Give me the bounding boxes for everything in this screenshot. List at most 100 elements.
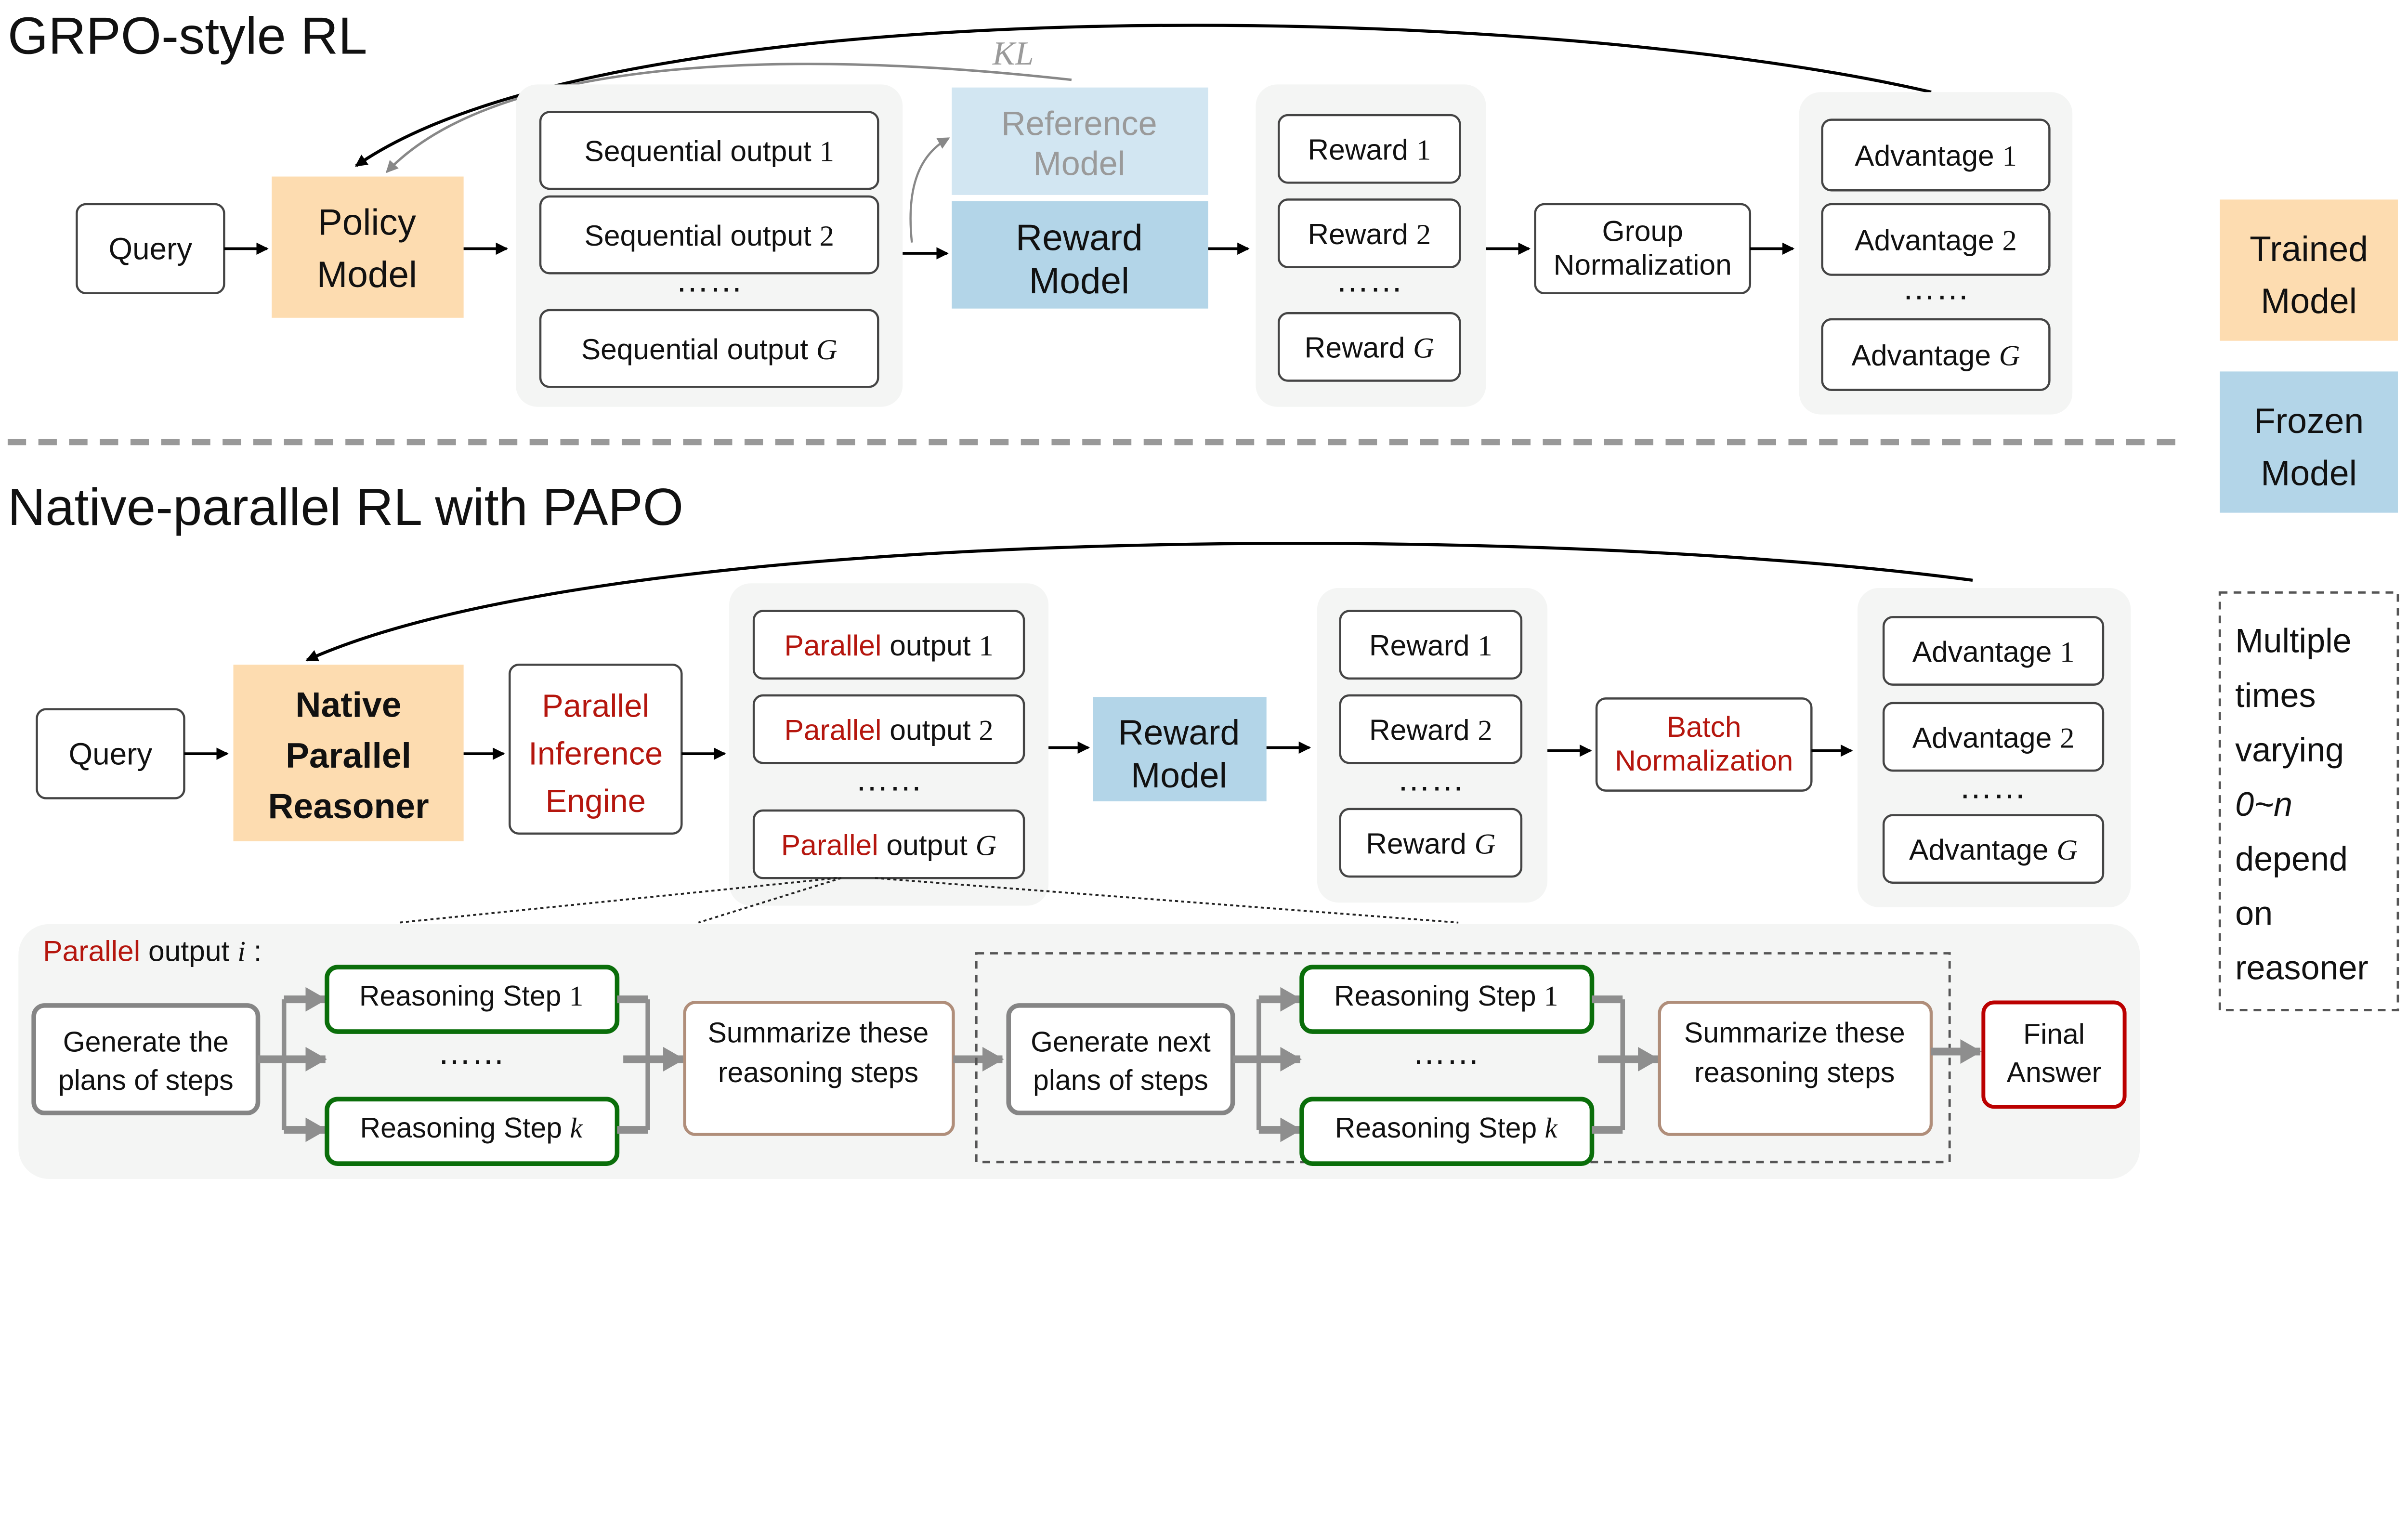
reasoning-step-k-label: Reasoning Step k <box>1335 1112 1558 1144</box>
text-span: Final <box>2023 1019 2085 1050</box>
repeat-dashed-box <box>975 952 1951 1164</box>
text-span: times <box>2235 677 2316 714</box>
text-span: Reference <box>1001 105 1157 143</box>
item-label: Reward <box>1369 713 1478 746</box>
text-span: Model <box>1029 261 1129 301</box>
item-index: 2 <box>820 220 834 252</box>
text-span: Parallel <box>43 934 140 967</box>
legend-trained <box>2220 199 2398 341</box>
generate-plans-box-line: plans of steps <box>58 1065 234 1096</box>
parallel-prefix: Parallel <box>785 713 882 746</box>
text-span: Generate the <box>63 1026 229 1058</box>
legend-repeat-line: depend <box>2235 840 2348 877</box>
generate-plans-box <box>31 1003 261 1115</box>
item-index: G <box>1999 340 2020 372</box>
ellipsis: …… <box>1397 760 1465 798</box>
batch-normalization <box>1595 697 1813 792</box>
advantage-2-text: Advantage 2 <box>1912 721 2075 754</box>
text-span: varying <box>2235 731 2344 769</box>
generate-next-plans-box <box>1006 1003 1235 1115</box>
legend-repeat-line: 0~n <box>2235 785 2292 823</box>
item-label: Advantage <box>1855 224 2002 257</box>
zoom-connector <box>875 877 1459 924</box>
reward-model-line: Reward <box>1118 713 1240 752</box>
advantage-2 <box>1821 203 2051 276</box>
text-span: Model <box>1131 756 1227 795</box>
text-span: Native-parallel RL with PAPO <box>8 478 683 536</box>
text-span: …… <box>855 760 922 798</box>
detail-heading: Parallel output i : <box>43 934 262 968</box>
legend-repeat-box <box>2218 591 2399 1011</box>
item-index: 1 <box>979 630 993 662</box>
text-span: Multiple <box>2235 622 2352 660</box>
legend-frozen-line: Model <box>2261 453 2357 493</box>
text-span: GRPO-style RL <box>8 7 367 65</box>
item-index: 2 <box>2060 722 2074 754</box>
batch-normalization-line: Batch <box>1667 710 1741 743</box>
text-span: Batch <box>1667 710 1741 743</box>
parallel-inference-engine-line: Inference <box>528 735 663 772</box>
item-label: Advantage <box>1851 339 1999 372</box>
ellipsis: …… <box>855 760 922 798</box>
item-index: G <box>2056 834 2078 866</box>
parallel-output-1 <box>752 610 1025 680</box>
final-answer-line: Answer <box>2007 1057 2102 1088</box>
ellipsis: …… <box>1335 262 1403 299</box>
item-label: Advantage <box>1912 635 2060 668</box>
text-span: k <box>1545 1112 1558 1144</box>
reward-model-grpo <box>952 201 1208 309</box>
item-label: Reward <box>1366 827 1474 860</box>
text-span: k <box>570 1112 583 1144</box>
sequential-output-3 <box>539 309 879 388</box>
text-span: Summarize these <box>1684 1017 1905 1048</box>
summarize-box-2-line: Summarize these <box>1684 1017 1905 1048</box>
text-span: Reward <box>1016 218 1143 259</box>
reasoning-step-1 <box>325 965 620 1034</box>
item-index: 1 <box>820 136 834 168</box>
summarize-box-2 <box>1658 1001 1933 1136</box>
legend-repeat-line: on <box>2235 895 2273 932</box>
zoom-connector <box>698 877 842 924</box>
item-index: 2 <box>979 714 993 746</box>
item-label: Sequential output <box>584 135 819 168</box>
parallel-prefix: Parallel <box>785 629 882 662</box>
item-label: Sequential output <box>581 333 816 366</box>
text-span: Answer <box>2007 1057 2102 1088</box>
reward-2 <box>1339 694 1523 764</box>
reference-model-line: Reference <box>1001 105 1157 143</box>
text-span: …… <box>1397 760 1465 798</box>
legend-repeat-line: times <box>2235 677 2316 714</box>
item-label: Advantage <box>1855 139 2002 172</box>
reference-arrow <box>909 137 950 243</box>
reasoning-step-1-label: Reasoning Step 1 <box>1334 980 1558 1012</box>
text-span: Model <box>317 254 417 295</box>
policy-model-line: Model <box>317 254 417 295</box>
reward-2 <box>1278 198 1461 268</box>
parallel-prefix: Parallel <box>781 828 878 861</box>
item-index: 1 <box>1416 134 1431 167</box>
item-label: Advantage <box>1912 721 2060 754</box>
item-label: output <box>881 629 979 662</box>
advantage-3-text: Advantage G <box>1909 833 2078 866</box>
item-index: G <box>1475 828 1496 860</box>
text-span: Model <box>2261 453 2357 493</box>
text-span: Reasoning Step <box>359 981 569 1012</box>
feedback-arrow-papo <box>305 542 1973 662</box>
sequential-output-1-text: Sequential output 1 <box>584 135 834 168</box>
summarize-box-1-line: reasoning steps <box>718 1057 918 1088</box>
text-span: Query <box>69 736 153 771</box>
parallel-inference-engine <box>509 663 683 835</box>
final-answer-box <box>1981 1000 2127 1109</box>
advantage-1 <box>1882 616 2105 686</box>
text-span: reasoning steps <box>718 1057 918 1088</box>
parallel-output-2 <box>752 694 1025 764</box>
legend-trained-line: Trained <box>2250 229 2368 269</box>
kl-label: KL <box>992 35 1034 72</box>
reasoning-step-k-label: Reasoning Step k <box>360 1112 584 1144</box>
summarize-box-1-line: Summarize these <box>708 1017 929 1048</box>
item-index: 2 <box>2002 225 2017 257</box>
summarize-box-1 <box>683 1001 955 1136</box>
text-span: Inference <box>528 735 663 772</box>
text-span: plans of steps <box>58 1065 234 1096</box>
